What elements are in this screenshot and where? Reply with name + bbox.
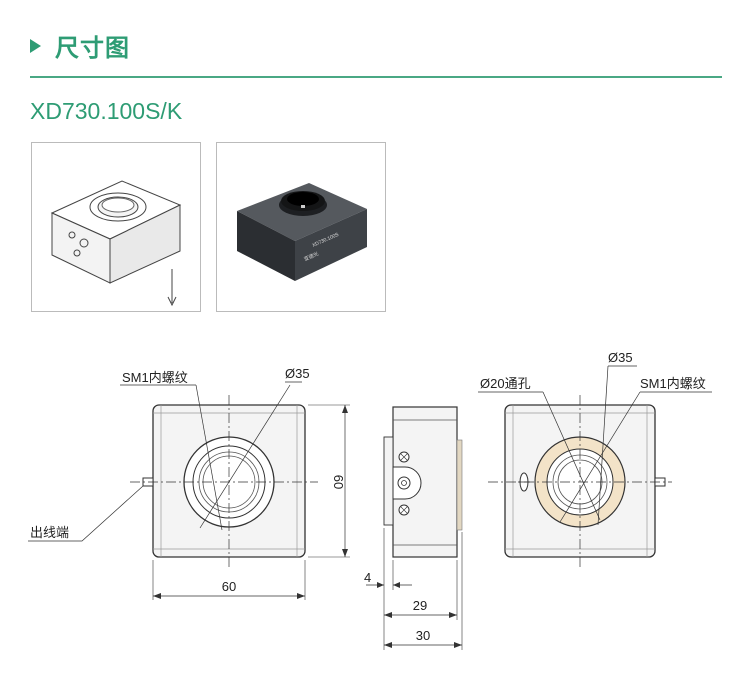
section-title: 尺寸图: [55, 34, 130, 62]
rear-sm1-label: SM1内螺纹: [640, 376, 706, 391]
sketch-svg: [50, 180, 182, 307]
outlet-label: 出线端: [30, 525, 69, 540]
model-number: XD730.100S/K: [30, 98, 183, 124]
section-header: 尺寸图: [30, 28, 130, 63]
side-depth29-dim: 29: [413, 598, 427, 613]
front-sm1-label: SM1内螺纹: [122, 370, 188, 385]
header-divider: [30, 76, 722, 78]
front-view: SM1内螺纹 Ø35 出线端 60 60: [28, 366, 350, 600]
front-dia35-label: Ø35: [285, 366, 310, 381]
product-photo: XD730.100S 亚德光: [216, 142, 386, 312]
rear-view: Ø20通孔 Ø35 SM1内螺纹: [478, 350, 712, 570]
front-height-dim: 60: [331, 475, 346, 489]
product-sketch: [31, 142, 201, 312]
side-view: 4 29 30: [364, 406, 463, 650]
rear-dia35-label: Ø35: [608, 350, 633, 365]
front-width-dim: 60: [222, 579, 236, 594]
side-offset-dim: 4: [364, 570, 371, 585]
triangle-icon: [30, 38, 41, 53]
rear-dia20-label: Ø20通孔: [480, 376, 531, 391]
photo-svg: XD730.100S 亚德光: [237, 183, 367, 281]
side-depth30-dim: 30: [416, 628, 430, 643]
